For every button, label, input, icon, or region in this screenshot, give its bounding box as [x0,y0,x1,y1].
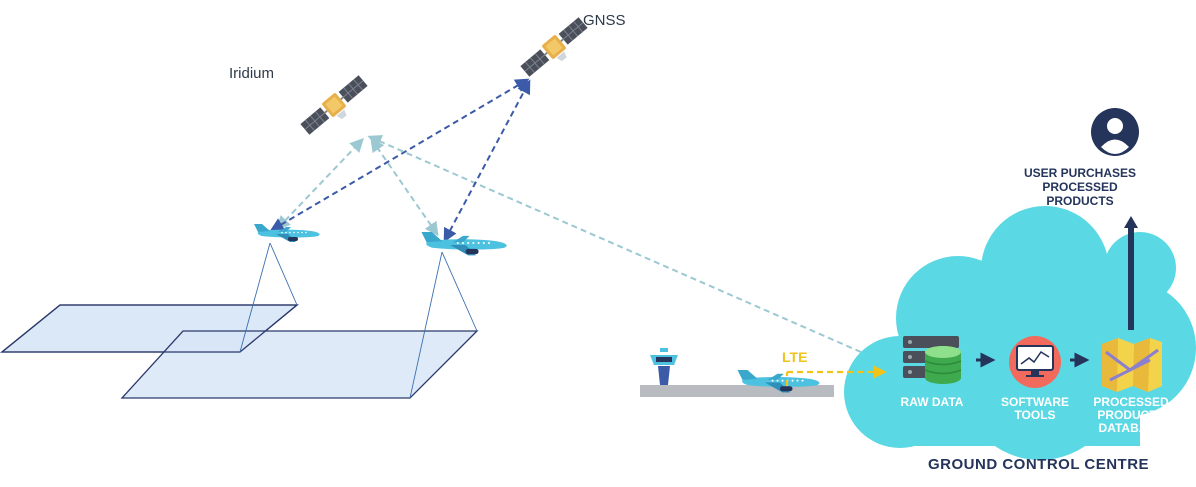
runway [640,385,834,397]
software-tools-label: SOFTWARE TOOLS [1001,395,1069,422]
aircraft-left-icon [254,224,320,242]
iridium-links [276,135,889,365]
user-purchases-label: USER PURCHASES PROCESSED PRODUCTS [1023,166,1137,208]
raw-data-label: RAW DATA [900,395,964,409]
footprint-right [120,330,479,399]
lte-label: LTE [782,349,808,365]
aircraft-right-icon [421,232,507,256]
software-tools-monitor-icon [1009,336,1061,388]
lte-link [785,365,887,386]
gnss-links [269,78,531,243]
raw-data-server-icon [903,336,962,384]
ground-footprints [0,304,479,399]
upload-arrow [1124,216,1138,330]
processed-products-database-label: PROCESSED PRODUCTS DATABASE [1093,395,1169,435]
iridium-satellite-icon [298,72,375,143]
control-tower-icon [650,348,678,385]
user-avatar-icon [1091,108,1139,156]
gnss-label: GNSS [583,12,626,29]
processed-products-map-icon [1102,338,1162,392]
iridium-label: Iridium [229,65,275,82]
ground-control-centre-title: GROUND CONTROL CENTRE [928,456,1150,473]
